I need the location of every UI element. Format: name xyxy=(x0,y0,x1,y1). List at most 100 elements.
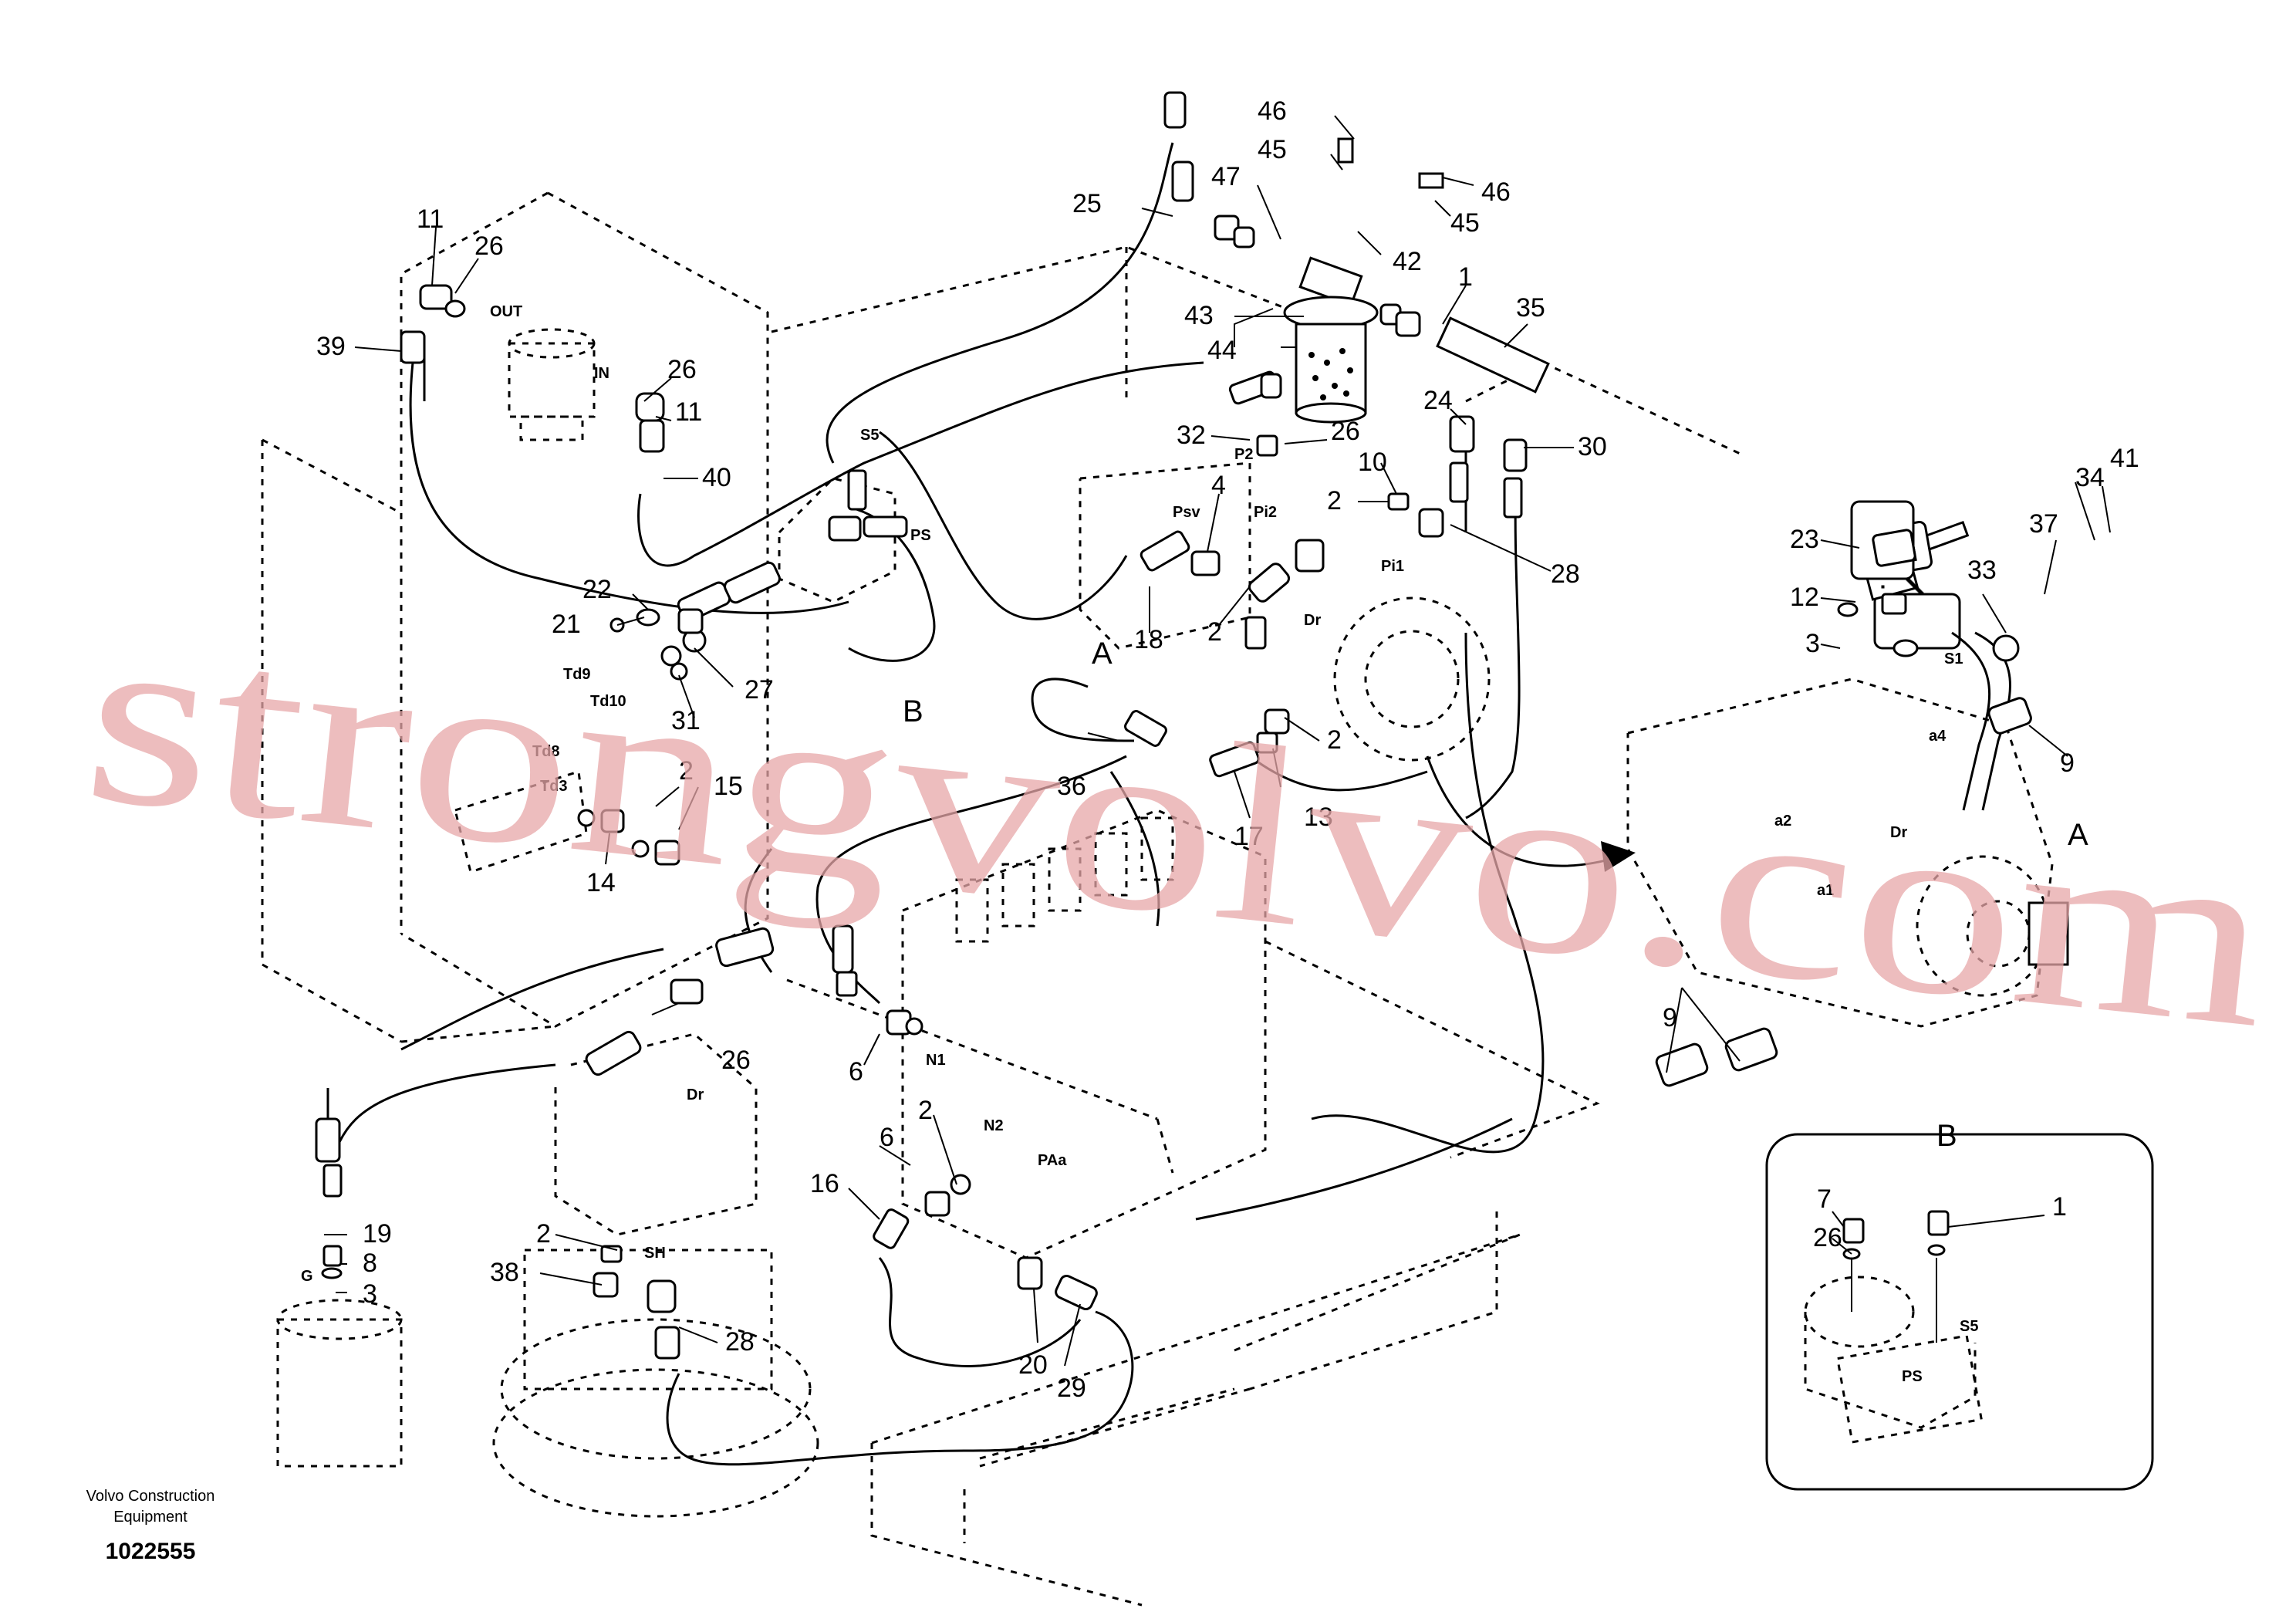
callout-number: 24 xyxy=(1423,386,1453,415)
port-label: OUT xyxy=(490,303,522,320)
port-label: a2 xyxy=(1774,813,1791,830)
callout-number: 43 xyxy=(1184,301,1214,330)
port-label: Dr xyxy=(1890,824,1907,841)
callout-number: 35 xyxy=(1516,293,1545,323)
callout-number: 20 xyxy=(1018,1350,1048,1380)
callout-number: 28 xyxy=(1551,559,1580,589)
callout-number: 22 xyxy=(582,575,612,604)
callout-number: 2 xyxy=(679,756,694,786)
inset-frame xyxy=(1765,1133,2154,1491)
callout-number: 11 xyxy=(417,204,444,234)
callout-number: 36 xyxy=(1057,772,1086,801)
detail-marker-b: B xyxy=(903,694,923,728)
port-label: S5 xyxy=(860,427,879,444)
callout-number: 42 xyxy=(1393,247,1422,276)
detail-marker-a: A xyxy=(1092,637,1113,671)
callout-number: 9 xyxy=(1663,1003,1677,1032)
callout-number: 25 xyxy=(1072,189,1102,218)
callout-number: 31 xyxy=(671,706,701,735)
filter-bowl xyxy=(1295,323,1367,414)
callout-number: 37 xyxy=(2029,509,2058,539)
callout-number: 26 xyxy=(474,231,504,261)
port-label: Dr xyxy=(687,1086,704,1103)
footer-company-line1: Volvo Construction xyxy=(86,1488,215,1505)
callout-number: 2 xyxy=(1207,617,1222,647)
callout-number: 26 xyxy=(667,355,697,384)
port-label: PAa xyxy=(1038,1152,1067,1169)
port-label: N1 xyxy=(926,1052,946,1069)
callout-number: 40 xyxy=(702,463,731,492)
callout-number: 14 xyxy=(586,868,616,897)
document-number: 1022555 xyxy=(106,1539,196,1564)
port-label: S1 xyxy=(1944,650,1963,667)
callout-number: 2 xyxy=(1327,486,1342,515)
port-label: Td10 xyxy=(590,693,626,710)
port-label: Psv xyxy=(1173,504,1200,521)
callout-number: 27 xyxy=(745,675,774,705)
callout-number: 13 xyxy=(1304,803,1333,832)
filter-assembly xyxy=(1283,137,1550,424)
callout-number: 2 xyxy=(1327,725,1342,755)
footer-company-line2: Equipment xyxy=(113,1509,187,1526)
callout-numbers: 46 45 47 25 42 46 45 1 35 43 44 11 26 39… xyxy=(316,96,2139,1403)
callout-number: 10 xyxy=(1358,448,1387,477)
callout-number: 21 xyxy=(552,610,581,639)
callout-number: 32 xyxy=(1177,421,1206,450)
callout-number: 3 xyxy=(1805,629,1820,658)
callout-number: 6 xyxy=(849,1057,863,1086)
port-label: a4 xyxy=(1929,728,1947,745)
callout-number: 45 xyxy=(1450,208,1480,238)
callout-number: 33 xyxy=(1967,556,1997,585)
callout-number: 34 xyxy=(2075,463,2105,492)
leader-lines xyxy=(324,115,2111,1367)
detail-marker-a-right: A xyxy=(2068,818,2088,852)
callout-number: 26 xyxy=(1331,417,1360,446)
strainer-tube xyxy=(1436,316,1550,394)
port-label: Pi1 xyxy=(1381,558,1404,575)
port-label: Td3 xyxy=(540,778,568,795)
callout-number: 15 xyxy=(714,772,743,801)
callout-number: 39 xyxy=(316,332,346,361)
port-label: IN xyxy=(594,365,609,382)
fittings xyxy=(315,91,1950,1360)
callout-number: 9 xyxy=(2060,748,2075,778)
callout-number: 29 xyxy=(1057,1374,1086,1403)
callout-number: 47 xyxy=(1211,162,1241,191)
swing-motor-outline xyxy=(492,1032,819,1518)
callout-number: 6 xyxy=(880,1123,894,1152)
port-label: Pi2 xyxy=(1254,504,1277,521)
callout-number: 18 xyxy=(1134,625,1163,654)
callout-number: 1 xyxy=(2052,1192,2067,1222)
accumulator-outline xyxy=(276,1299,403,1468)
callout-number: 12 xyxy=(1790,583,1819,612)
main-pump-outline xyxy=(1079,461,1491,762)
callout-number: 46 xyxy=(1258,96,1287,126)
detail-marker-b-inset: B xyxy=(1936,1119,1957,1153)
right-fittings xyxy=(1655,500,2032,1087)
port-label: S5 xyxy=(1960,1318,1978,1335)
callout-number: 2 xyxy=(918,1096,933,1125)
port-label: Td8 xyxy=(532,743,560,760)
callout-number: 30 xyxy=(1578,432,1607,461)
callout-number: 46 xyxy=(1481,177,1511,207)
port-label: Td9 xyxy=(563,666,591,683)
callout-number: 16 xyxy=(810,1169,839,1198)
port-label: G xyxy=(301,1268,313,1285)
sensor xyxy=(1655,1042,1709,1087)
callout-number: 26 xyxy=(1813,1223,1842,1252)
control-valve-outline xyxy=(901,809,1267,1259)
detail-b-inset xyxy=(1765,1133,2154,1491)
port-label: SH xyxy=(644,1245,666,1262)
pilot-filter-outline xyxy=(508,328,596,441)
callout-number: 11 xyxy=(675,397,702,427)
callout-number: 41 xyxy=(2110,444,2139,473)
callout-number: 23 xyxy=(1790,525,1819,554)
callout-number: 4 xyxy=(1211,471,1226,500)
port-label: P2 xyxy=(1234,446,1253,463)
callout-number: 8 xyxy=(363,1249,377,1278)
port-label: PS xyxy=(910,527,931,544)
port-labels: OUT IN S5 PS Psv Pi2 Pi1 Dr P2 Td9 Td10 … xyxy=(301,303,1978,1385)
flow-arrow xyxy=(1426,755,1621,867)
callout-number: 1 xyxy=(1458,262,1473,292)
port-label: PS xyxy=(1902,1368,1923,1385)
